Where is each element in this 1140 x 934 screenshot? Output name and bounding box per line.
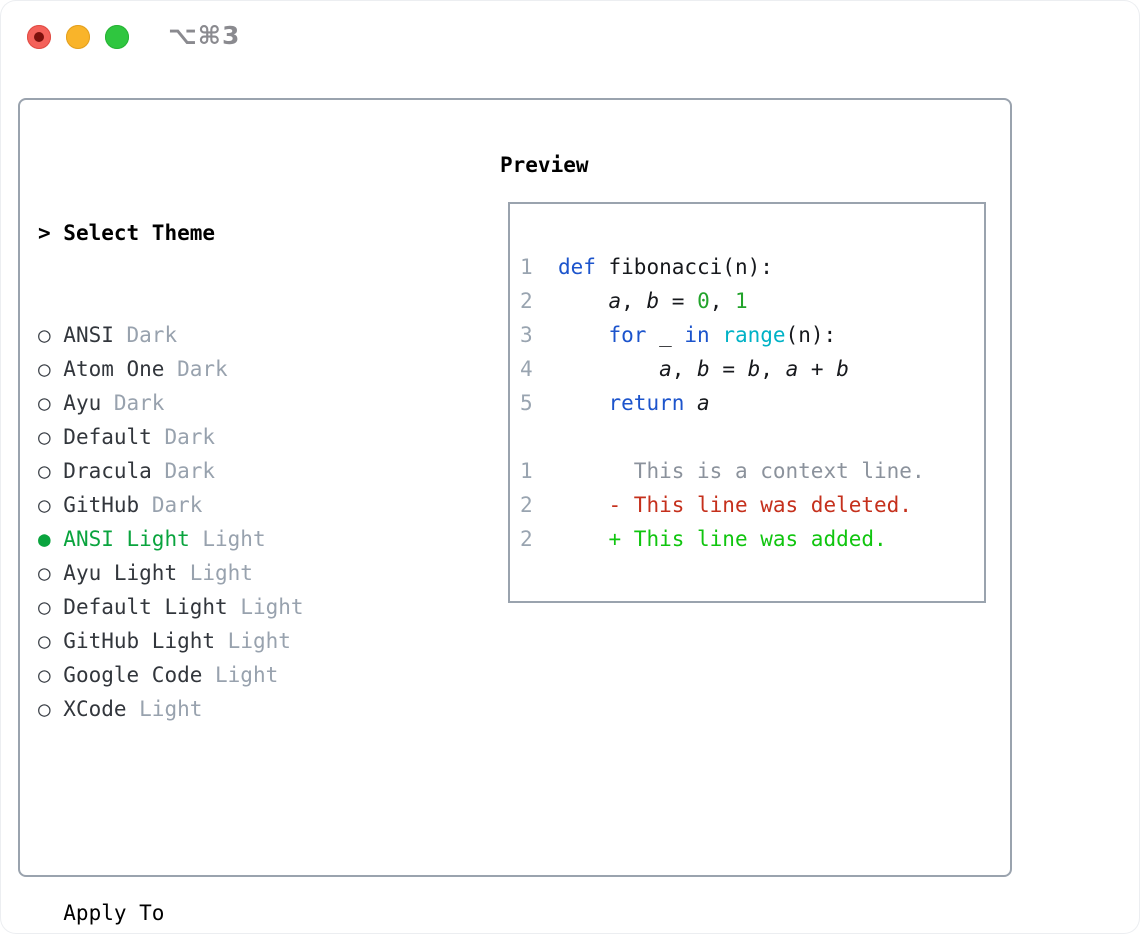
theme-name: XCode <box>63 697 140 721</box>
theme-picker-left-pane: > Select Theme ○ ANSI Dark○ Atom One Dar… <box>38 148 392 934</box>
code-preview: 1 def fibonacci(n): 2 a, b = 0, 1 3 for _ … <box>520 250 925 556</box>
theme-name: GitHub <box>63 493 152 517</box>
code-line: 4 a, b = b, a + b <box>520 357 849 381</box>
theme-name: ANSI Light <box>63 527 203 551</box>
radio-unselected-icon: ○ <box>38 357 64 381</box>
radio-unselected-icon: ○ <box>38 323 64 347</box>
radio-unselected-icon: ○ <box>38 561 64 585</box>
theme-option-default[interactable]: ○ Default Dark <box>38 420 392 454</box>
close-dot-icon <box>34 32 44 42</box>
theme-option-dracula[interactable]: ○ Dracula Dark <box>38 454 392 488</box>
radio-unselected-icon: ○ <box>38 425 64 449</box>
theme-option-github-light[interactable]: ○ GitHub Light Light <box>38 624 392 658</box>
theme-option-ayu-light[interactable]: ○ Ayu Light Light <box>38 556 392 590</box>
theme-variant-label: Light <box>139 697 203 721</box>
select-theme-header: > Select Theme <box>38 216 392 250</box>
code-line: 3 for _ in range(n): <box>520 323 837 347</box>
theme-name: Default Light <box>63 595 241 619</box>
theme-option-atom-one[interactable]: ○ Atom One Dark <box>38 352 392 386</box>
code-line <box>520 420 925 454</box>
theme-name: Ayu <box>63 391 114 415</box>
preview-box: 1 def fibonacci(n): 2 a, b = 0, 1 3 for _ … <box>508 202 986 603</box>
code-line: 2 - This line was deleted. <box>520 493 912 517</box>
maximize-button[interactable] <box>105 25 129 49</box>
select-theme-title: Select Theme <box>63 221 216 245</box>
selection-caret: > <box>38 221 64 245</box>
theme-variant-label: Light <box>215 663 279 687</box>
minimize-button[interactable] <box>66 25 90 49</box>
radio-unselected-icon: ○ <box>38 595 64 619</box>
theme-name: Google Code <box>63 663 216 687</box>
theme-option-ansi[interactable]: ○ ANSI Dark <box>38 318 392 352</box>
theme-option-xcode[interactable]: ○ XCode Light <box>38 692 392 726</box>
theme-name: Ayu Light <box>63 561 190 585</box>
radio-unselected-icon: ○ <box>38 459 64 483</box>
radio-unselected-icon: ○ <box>38 391 64 415</box>
theme-variant-label: Light <box>202 527 266 551</box>
code-line: 2 + This line was added. <box>520 527 887 551</box>
code-line: 1 This is a context line. <box>520 459 925 483</box>
theme-variant-label: Dark <box>177 357 228 381</box>
theme-picker-panel: > Select Theme ○ ANSI Dark○ Atom One Dar… <box>18 98 1012 925</box>
theme-variant-label: Dark <box>164 425 216 449</box>
theme-variant-label: Light <box>227 629 291 653</box>
theme-variant-label: Light <box>189 561 253 585</box>
theme-variant-label: Dark <box>151 493 203 517</box>
theme-option-default-light[interactable]: ○ Default Light Light <box>38 590 392 624</box>
theme-option-github[interactable]: ○ GitHub Dark <box>38 488 392 522</box>
theme-name: Default <box>63 425 165 449</box>
radio-unselected-icon: ○ <box>38 629 64 653</box>
spacer <box>38 794 392 828</box>
theme-name: Atom One <box>63 357 178 381</box>
theme-option-ansi-light[interactable]: ● ANSI Light Light <box>38 522 392 556</box>
radio-unselected-icon: ○ <box>38 663 64 687</box>
theme-variant-label: Dark <box>126 323 178 347</box>
radio-unselected-icon: ○ <box>38 697 64 721</box>
theme-list: ○ ANSI Dark○ Atom One Dark○ Ayu Dark○ De… <box>38 318 392 726</box>
radio-selected-icon: ● <box>38 527 64 551</box>
code-line: 1 def fibonacci(n): <box>520 255 773 279</box>
radio-unselected-icon: ○ <box>38 493 64 517</box>
theme-name: GitHub Light <box>63 629 228 653</box>
theme-option-ayu[interactable]: ○ Ayu Dark <box>38 386 392 420</box>
theme-name: ANSI <box>63 323 127 347</box>
theme-option-google-code[interactable]: ○ Google Code Light <box>38 658 392 692</box>
theme-variant-label: Dark <box>164 459 216 483</box>
theme-name: Dracula <box>63 459 165 483</box>
code-line: 5 return a <box>520 391 710 415</box>
titlebar: ⌥⌘3 <box>0 0 1140 74</box>
theme-variant-label: Dark <box>113 391 165 415</box>
theme-variant-label: Light <box>240 595 304 619</box>
code-line: 2 a, b = 0, 1 <box>520 289 748 313</box>
preview-title: Preview <box>500 153 589 177</box>
close-button[interactable] <box>27 25 51 49</box>
window-title: ⌥⌘3 <box>168 21 241 50</box>
apply-to-header: Apply To <box>63 901 165 925</box>
